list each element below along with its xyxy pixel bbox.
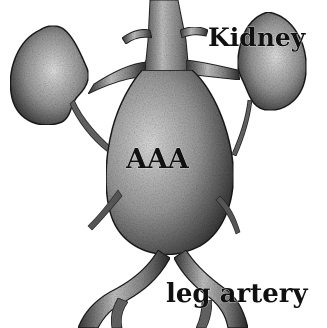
kidney-label: Kidney (208, 23, 307, 52)
leg-artery-label: leg artery (166, 279, 308, 309)
aaa-label: AAA (125, 144, 190, 175)
